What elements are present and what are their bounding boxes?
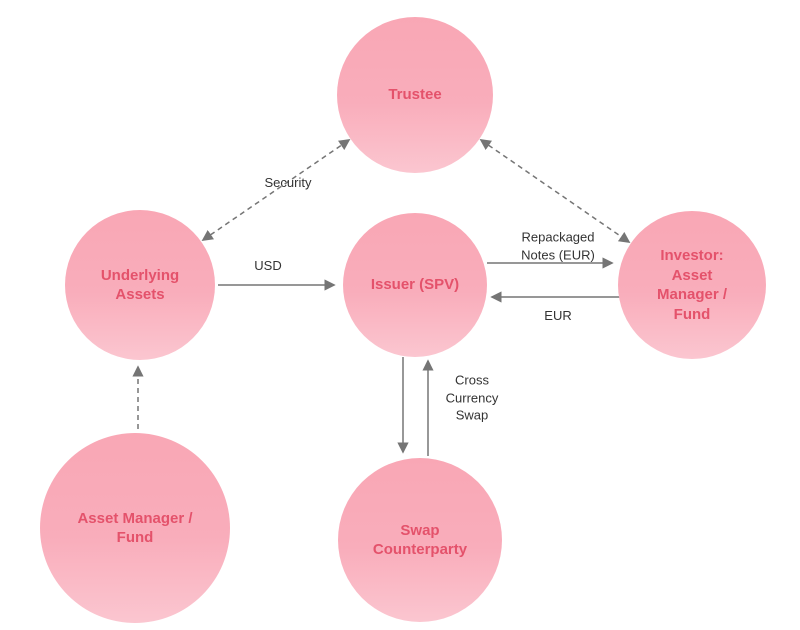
edge-label-repackaged-notes: Repackaged Notes (EUR) — [521, 229, 595, 262]
edge-security-line — [201, 139, 351, 241]
node-investor-label: Investor: Asset Manager / Fund — [656, 247, 728, 323]
node-trustee: Trustee — [337, 17, 493, 173]
node-trustee-label: Trustee — [388, 86, 442, 104]
node-underlying-assets-label: Underlying Assets — [100, 266, 180, 304]
edge-label-security: Security — [264, 175, 312, 191]
node-asset-manager-fund-label: Asset Manager / Fund — [77, 509, 193, 547]
node-issuer-spv: Issuer (SPV) — [343, 213, 487, 357]
node-issuer-spv-label: Issuer (SPV) — [370, 276, 460, 294]
node-asset-manager-fund: Asset Manager / Fund — [40, 433, 230, 623]
node-underlying-assets: Underlying Assets — [65, 210, 215, 360]
node-swap-counterparty-label: Swap Counterparty — [372, 521, 468, 559]
edge-label-usd: USD — [254, 258, 282, 274]
node-investor: Investor: Asset Manager / Fund — [618, 211, 766, 359]
edge-trustee-investor-line — [479, 139, 631, 243]
edge-label-eur: EUR — [544, 308, 572, 324]
node-swap-counterparty: Swap Counterparty — [338, 458, 502, 622]
edge-label-cross-currency-swap: Cross Currency Swap — [445, 372, 499, 423]
